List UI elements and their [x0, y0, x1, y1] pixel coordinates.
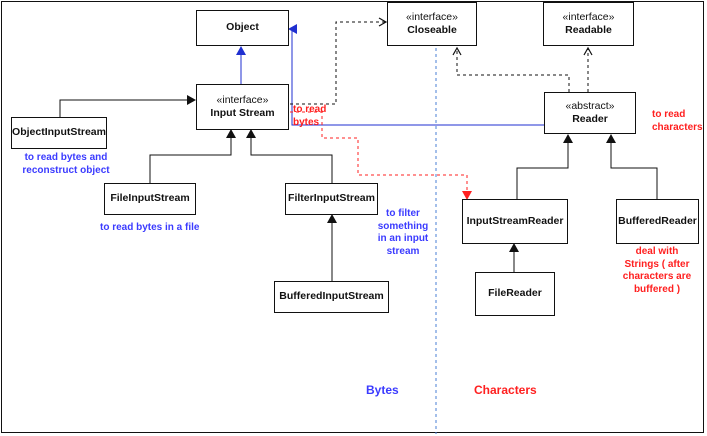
note-line: to filter [386, 208, 420, 219]
reader-node[interactable]: «abstract» Reader [544, 92, 636, 134]
note-line: characters are [622, 271, 692, 282]
object-name: Object [226, 21, 259, 34]
buffered-reader-node[interactable]: BufferedReader [616, 199, 699, 244]
file-input-stream-name: FileInputStream [110, 192, 190, 205]
file-input-stream-node[interactable]: FileInputStream [104, 183, 196, 215]
edge-filterinputstream-inputstream [246, 129, 333, 183]
note-line: deal with [635, 246, 679, 257]
edge-fileinputstream-inputstream [149, 129, 236, 183]
input-stream-stereotype: «interface» [216, 93, 269, 106]
buffered-input-stream-node[interactable]: BufferedInputStream [274, 281, 389, 313]
filter-input-stream-name: FilterInputStream [288, 192, 375, 205]
input-stream-node[interactable]: «interface» Input Stream [196, 84, 289, 130]
readable-name: Readable [565, 24, 612, 36]
bytes-section-label: Bytes [366, 383, 399, 397]
buffered-input-stream-name: BufferedInputStream [279, 290, 384, 303]
note-line: in an input [377, 233, 429, 244]
characters-section-label: Characters [474, 383, 537, 397]
object-input-stream-node[interactable]: ObjectInputStream [11, 117, 107, 149]
object-node[interactable]: Object [196, 10, 289, 46]
note-line: to read [652, 109, 686, 120]
reader-name: Reader [572, 113, 608, 125]
note-line: to read [293, 104, 327, 115]
input-stream-note: to read bytes [293, 104, 337, 129]
file-reader-name: FileReader [488, 287, 542, 300]
edge-bufferedreader-reader [606, 134, 658, 199]
note-line: to read bytes in a file [100, 222, 200, 233]
edge-objectinputstream-inputstream [59, 95, 196, 117]
edge-reader-closeable [452, 46, 570, 92]
note-line: stream [386, 245, 420, 257]
closeable-stereotype: «interface» [406, 10, 458, 23]
filter-input-stream-note: to filter something in an input stream [373, 208, 433, 258]
edge-inputstream-inputstreamreader [290, 111, 472, 200]
edge-inputstream-closeable [290, 17, 388, 105]
note-line: something [377, 220, 429, 232]
note-line: to read bytes and [24, 152, 108, 163]
note-line: reconstruct object [22, 164, 110, 176]
note-line: characters [652, 121, 703, 133]
edge-inputstreamreader-reader [516, 134, 573, 199]
readable-node[interactable]: «interface» Readable [543, 2, 634, 46]
closeable-name: Closeable [407, 24, 457, 36]
closeable-node[interactable]: «interface» Closeable [387, 2, 477, 46]
file-reader-node[interactable]: FileReader [475, 272, 555, 316]
buffered-reader-note: deal with Strings ( after characters are… [612, 246, 702, 296]
note-line: buffered ) [633, 283, 681, 295]
input-stream-reader-node[interactable]: InputStreamReader [462, 199, 568, 244]
input-stream-name: Input Stream [210, 107, 275, 119]
edge-reader-object [288, 24, 544, 126]
note-line: bytes [293, 116, 320, 128]
note-line: Strings ( after [624, 258, 690, 270]
buffered-reader-name: BufferedReader [618, 214, 697, 227]
object-input-stream-note: to read bytes and reconstruct object [16, 152, 116, 177]
file-input-stream-note: to read bytes in a file [100, 222, 210, 235]
input-stream-reader-name: InputStreamReader [466, 214, 564, 227]
reader-note: to read characters [652, 109, 704, 134]
object-input-stream-name: ObjectInputStream [12, 126, 106, 139]
filter-input-stream-node[interactable]: FilterInputStream [285, 183, 378, 215]
reader-stereotype: «abstract» [565, 99, 615, 112]
readable-stereotype: «interface» [562, 10, 615, 23]
